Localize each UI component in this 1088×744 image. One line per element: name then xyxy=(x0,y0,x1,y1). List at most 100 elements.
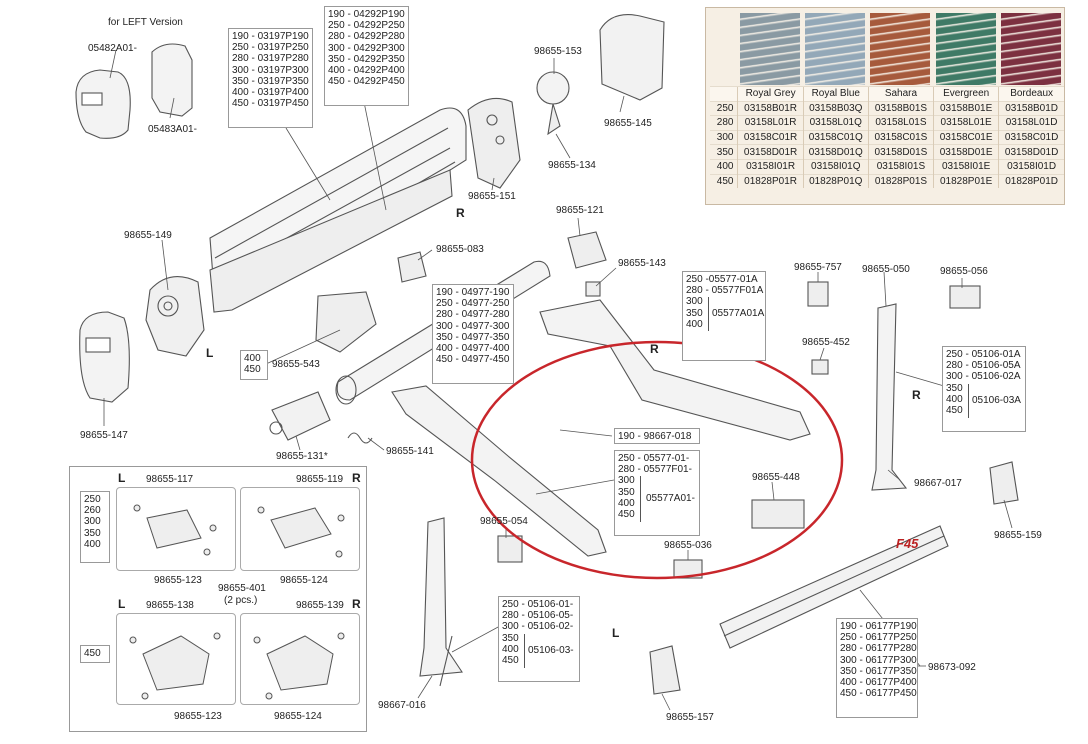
kit-part-note: (2 pcs.) xyxy=(224,595,258,606)
part-label: 98655-757 xyxy=(794,262,842,273)
part-159 xyxy=(989,461,1019,505)
kit-part-label: 98655-401 xyxy=(218,583,266,594)
color-header: Royal Grey xyxy=(737,86,804,102)
kit-part-label: 98655-139 xyxy=(296,600,344,611)
part-label: 98655-121 xyxy=(556,205,604,216)
kit-119-frame xyxy=(240,487,360,571)
color-header: Bordeaux xyxy=(998,86,1064,102)
end-cover-145 xyxy=(599,14,665,101)
kit-size-450: 450 xyxy=(80,645,110,663)
part-label: 98667-016 xyxy=(378,700,426,711)
part-757 xyxy=(807,281,829,307)
part-label: 98655-149 xyxy=(124,230,172,241)
f45-logo: F45 xyxy=(896,536,919,551)
kit-138-drawing xyxy=(129,632,221,700)
part-label: 98655-448 xyxy=(752,472,800,483)
side-r-2: R xyxy=(650,342,659,356)
kit-139-frame xyxy=(240,613,360,705)
spring-131 xyxy=(271,391,331,441)
kit-117-frame xyxy=(116,487,236,571)
upper-arm xyxy=(539,299,811,441)
part-label: 98655-131* xyxy=(276,451,328,462)
part-label-left-b: 05483A01- xyxy=(148,124,197,135)
kit-side-label: L xyxy=(118,471,126,485)
kit-139-drawing xyxy=(253,632,345,700)
part-label: 98655-141 xyxy=(386,446,434,457)
part-label: 98655-054 xyxy=(480,516,528,527)
swatch-bordeaux xyxy=(1000,13,1061,85)
end-cap-147 xyxy=(79,311,130,403)
kit-119-drawing xyxy=(257,506,345,558)
part-157 xyxy=(649,645,681,695)
side-l-1: L xyxy=(206,346,214,360)
swatch-sahara xyxy=(870,13,931,85)
highlight-ellipse xyxy=(470,340,844,580)
clip-543-label: 98655-543 xyxy=(272,359,320,370)
part-label: 98655-159 xyxy=(994,530,1042,541)
right-end-housing xyxy=(467,97,521,189)
left-version-title: for LEFT Version xyxy=(108,17,183,28)
part-label-left-a: 05482A01- xyxy=(88,43,137,54)
part-label: 98655-151 xyxy=(468,191,516,202)
kit-part-label: 98655-119 xyxy=(296,474,344,485)
part-083-drawing xyxy=(397,251,427,283)
kit-side-label: R xyxy=(352,471,361,485)
part-label: 98655-143 xyxy=(618,258,666,269)
side-r-1: R xyxy=(456,206,465,220)
left-cap-logo xyxy=(81,92,103,106)
kit-117-drawing xyxy=(133,504,217,556)
part-label: 98655-036 xyxy=(664,540,712,551)
part-label: 98667-017 xyxy=(914,478,962,489)
part-452 xyxy=(811,359,829,375)
leg-left-sizes: 250 - 05106-01-280 - 05106-05-300 - 0510… xyxy=(498,596,580,682)
clip-543 xyxy=(315,291,377,353)
part-054 xyxy=(497,535,523,563)
part-label: 98655-147 xyxy=(80,430,128,441)
arm-joint-label: 190 - 98667-018 xyxy=(614,428,700,444)
front-profile xyxy=(719,525,949,649)
left-end-bracket-drawing xyxy=(151,43,193,117)
drum-121 xyxy=(567,231,607,269)
kit-138-frame xyxy=(116,613,236,705)
part-label: 98655-153 xyxy=(534,46,582,57)
left-leg xyxy=(419,517,463,677)
part-label: 98673-092 xyxy=(928,662,976,673)
kit-side-label: L xyxy=(118,597,126,611)
part-label: 98655-145 xyxy=(604,118,652,129)
rail-profile xyxy=(209,169,453,313)
color-header: Evergreen xyxy=(933,86,999,102)
part-label: 98655-452 xyxy=(802,337,850,348)
part-label: 98655-083 xyxy=(436,244,484,255)
part-056 xyxy=(949,285,981,309)
fabric-color-table: Royal Grey Royal Blue Sahara Evergreen B… xyxy=(705,7,1065,205)
part-label: 98655-056 xyxy=(940,266,988,277)
swatch-royal-grey xyxy=(739,13,800,85)
kit-part-label: 98655-123 xyxy=(154,575,202,586)
side-r-3: R xyxy=(912,388,921,402)
side-l-2: L xyxy=(612,626,620,640)
right-leg xyxy=(871,303,908,491)
lower-arm xyxy=(391,385,607,557)
kit-side-label: R xyxy=(352,597,361,611)
kit-part-label: 98655-123 xyxy=(174,711,222,722)
gear-153-drawing xyxy=(536,71,570,105)
swatch-royal-blue xyxy=(805,13,866,85)
left-housing-149 xyxy=(145,276,205,357)
kit-part-label: 98655-124 xyxy=(280,575,328,586)
kit-part-label: 98655-117 xyxy=(146,474,194,485)
